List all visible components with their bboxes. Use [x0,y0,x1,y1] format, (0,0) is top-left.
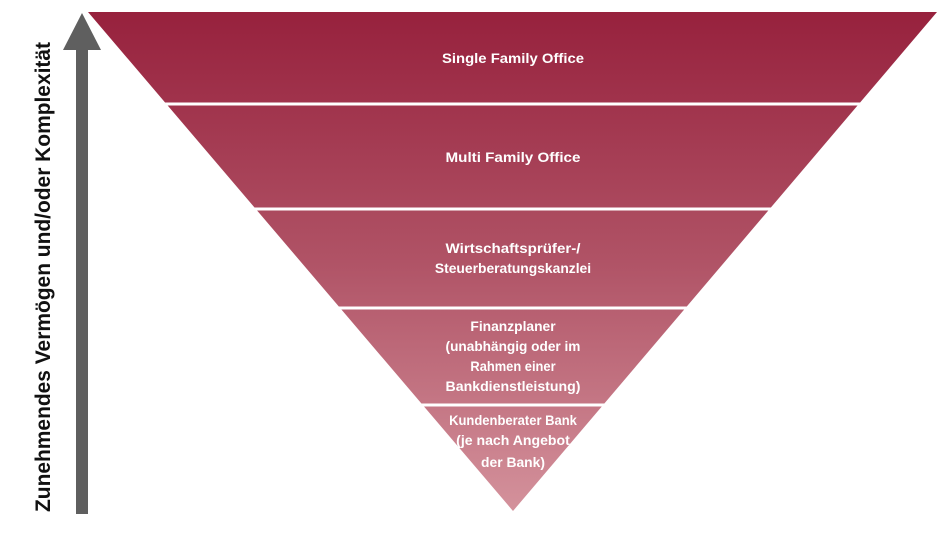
arrow-shaft [76,48,88,514]
level-label: (je nach Angebot [456,432,570,448]
level-label: Single Family Office [442,50,584,66]
level-band-1 [88,12,937,103]
level-band-5 [423,406,602,511]
level-label: Finanzplaner [470,318,556,334]
level-label: Rahmen einer [470,358,556,374]
level-band-2 [167,105,858,208]
arrow-head-icon [63,13,101,50]
level-band-4 [341,309,685,404]
level-label: Wirtschaftsprüfer-/ [446,240,581,256]
increase-arrow [63,13,101,514]
level-label: Multi Family Office [446,149,581,165]
level-label: (unabhängig oder im [446,338,581,354]
level-label: der Bank) [481,454,545,470]
axis-label: Zunehmendes Vermögen und/oder Komplexitä… [32,42,55,512]
level-band-3 [257,210,769,307]
level-label: Steuerberatungskanzlei [435,260,591,276]
level-label: Kundenberater Bank [449,412,577,428]
level-label: Bankdienstleistung) [446,378,581,394]
